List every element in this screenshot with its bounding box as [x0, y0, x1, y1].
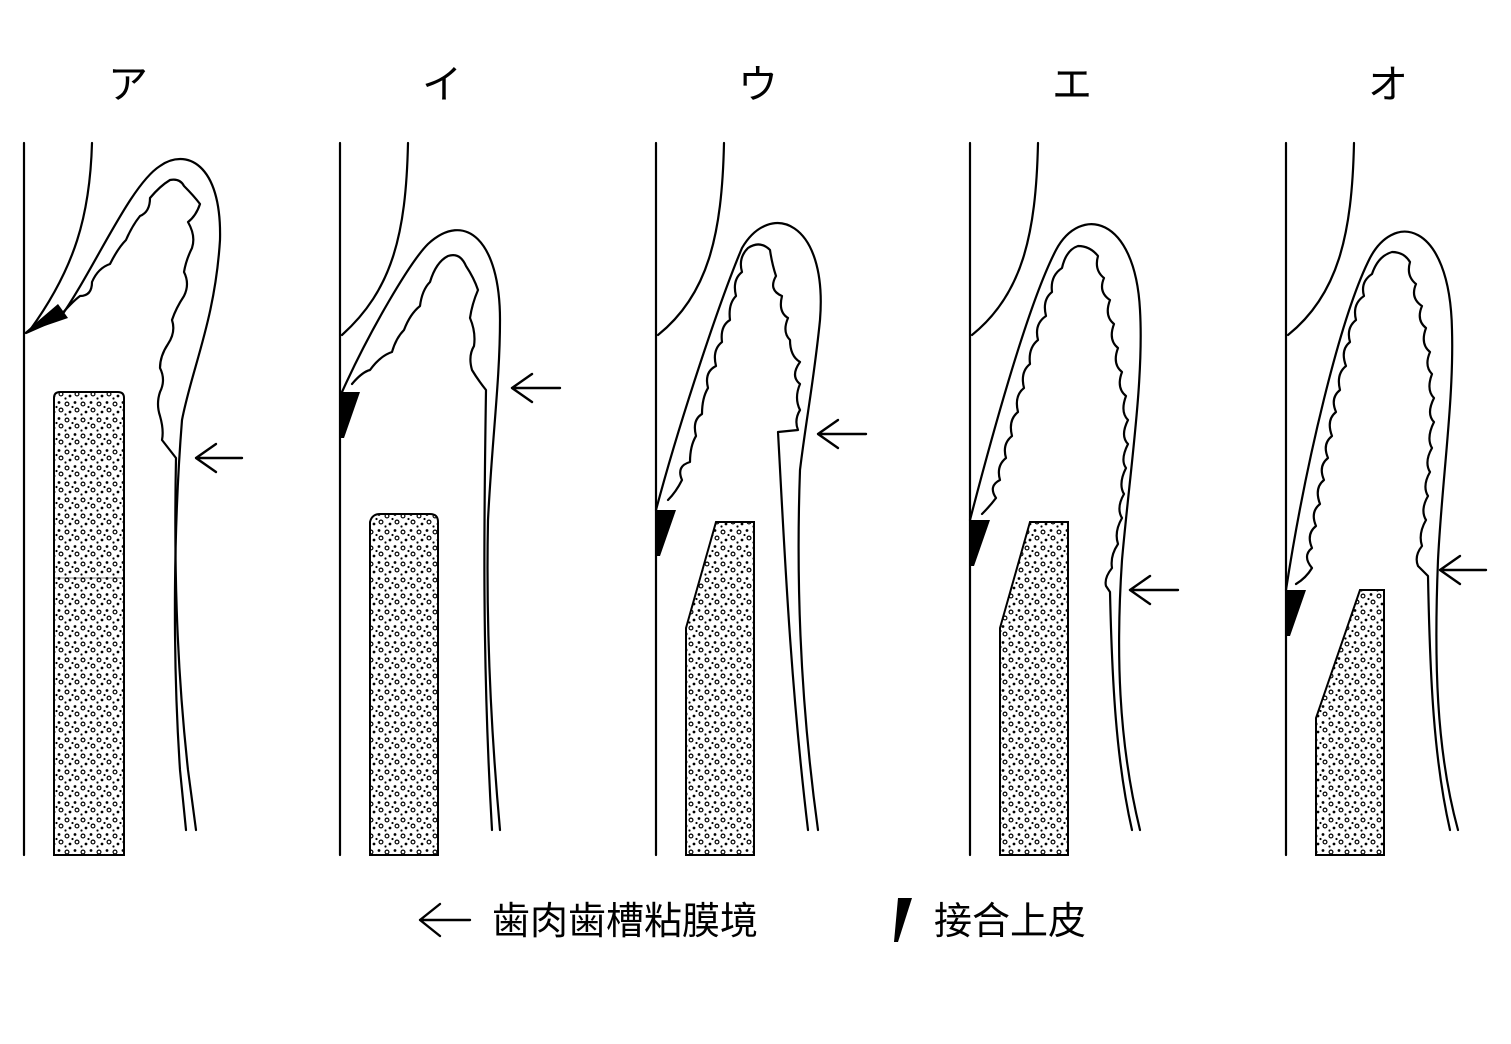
- epithelium-rete-ridge: [58, 178, 202, 832]
- mgj-arrow: [816, 418, 868, 450]
- panel-label-a: ア: [108, 62, 148, 108]
- mgj-arrow: [194, 442, 244, 474]
- gingiva-outer: [340, 229, 502, 832]
- mgj-legend-arrow-icon: [418, 902, 472, 938]
- enamel-line: [656, 141, 726, 337]
- alveolar-bone: [369, 513, 439, 856]
- epithelium-rete-ridge: [350, 254, 494, 832]
- legend-mgj-label: 歯肉歯槽粘膜境: [492, 899, 758, 943]
- junctional-epithelium: [24, 304, 68, 333]
- enamel-line: [1286, 141, 1356, 337]
- enamel-line: [340, 141, 410, 337]
- panel-o: [1284, 141, 1488, 857]
- gingiva-outer: [654, 222, 822, 832]
- alveolar-bone: [1315, 589, 1385, 856]
- mgj-arrow: [510, 372, 562, 404]
- epithelium-rete-ridge: [666, 243, 810, 832]
- junctional-epithelium: [656, 510, 676, 556]
- legend: 歯肉歯槽粘膜境 接合上皮: [418, 898, 1086, 943]
- legend-je-label: 接合上皮: [934, 899, 1086, 943]
- gingiva-outer: [968, 223, 1142, 832]
- junctional-epithelium: [340, 392, 360, 438]
- epithelium-rete-ridge: [980, 244, 1134, 832]
- panel-e: [968, 141, 1180, 857]
- junctional-epithelium: [970, 520, 990, 566]
- alveolar-bone: [999, 521, 1069, 856]
- gingiva-outer: [1284, 230, 1460, 832]
- je-legend-wedge-icon: [894, 898, 912, 942]
- mgj-arrow: [1128, 574, 1180, 606]
- panel-a: [22, 141, 244, 857]
- enamel-line: [28, 141, 94, 332]
- junctional-epithelium: [1286, 590, 1306, 636]
- gingiva-outer: [24, 157, 222, 832]
- panel-i: [338, 141, 562, 857]
- alveolar-bone: [53, 391, 125, 856]
- panel-label-i: イ: [422, 62, 462, 108]
- alveolar-bone: [685, 521, 755, 856]
- enamel-line: [970, 141, 1040, 337]
- panel-u: [654, 141, 868, 857]
- panel-label-e: エ: [1052, 62, 1092, 108]
- panel-label-u: ウ: [738, 62, 778, 108]
- epithelium-rete-ridge: [1294, 250, 1452, 832]
- panel-label-o: オ: [1368, 62, 1408, 108]
- mgj-arrow: [1438, 554, 1488, 586]
